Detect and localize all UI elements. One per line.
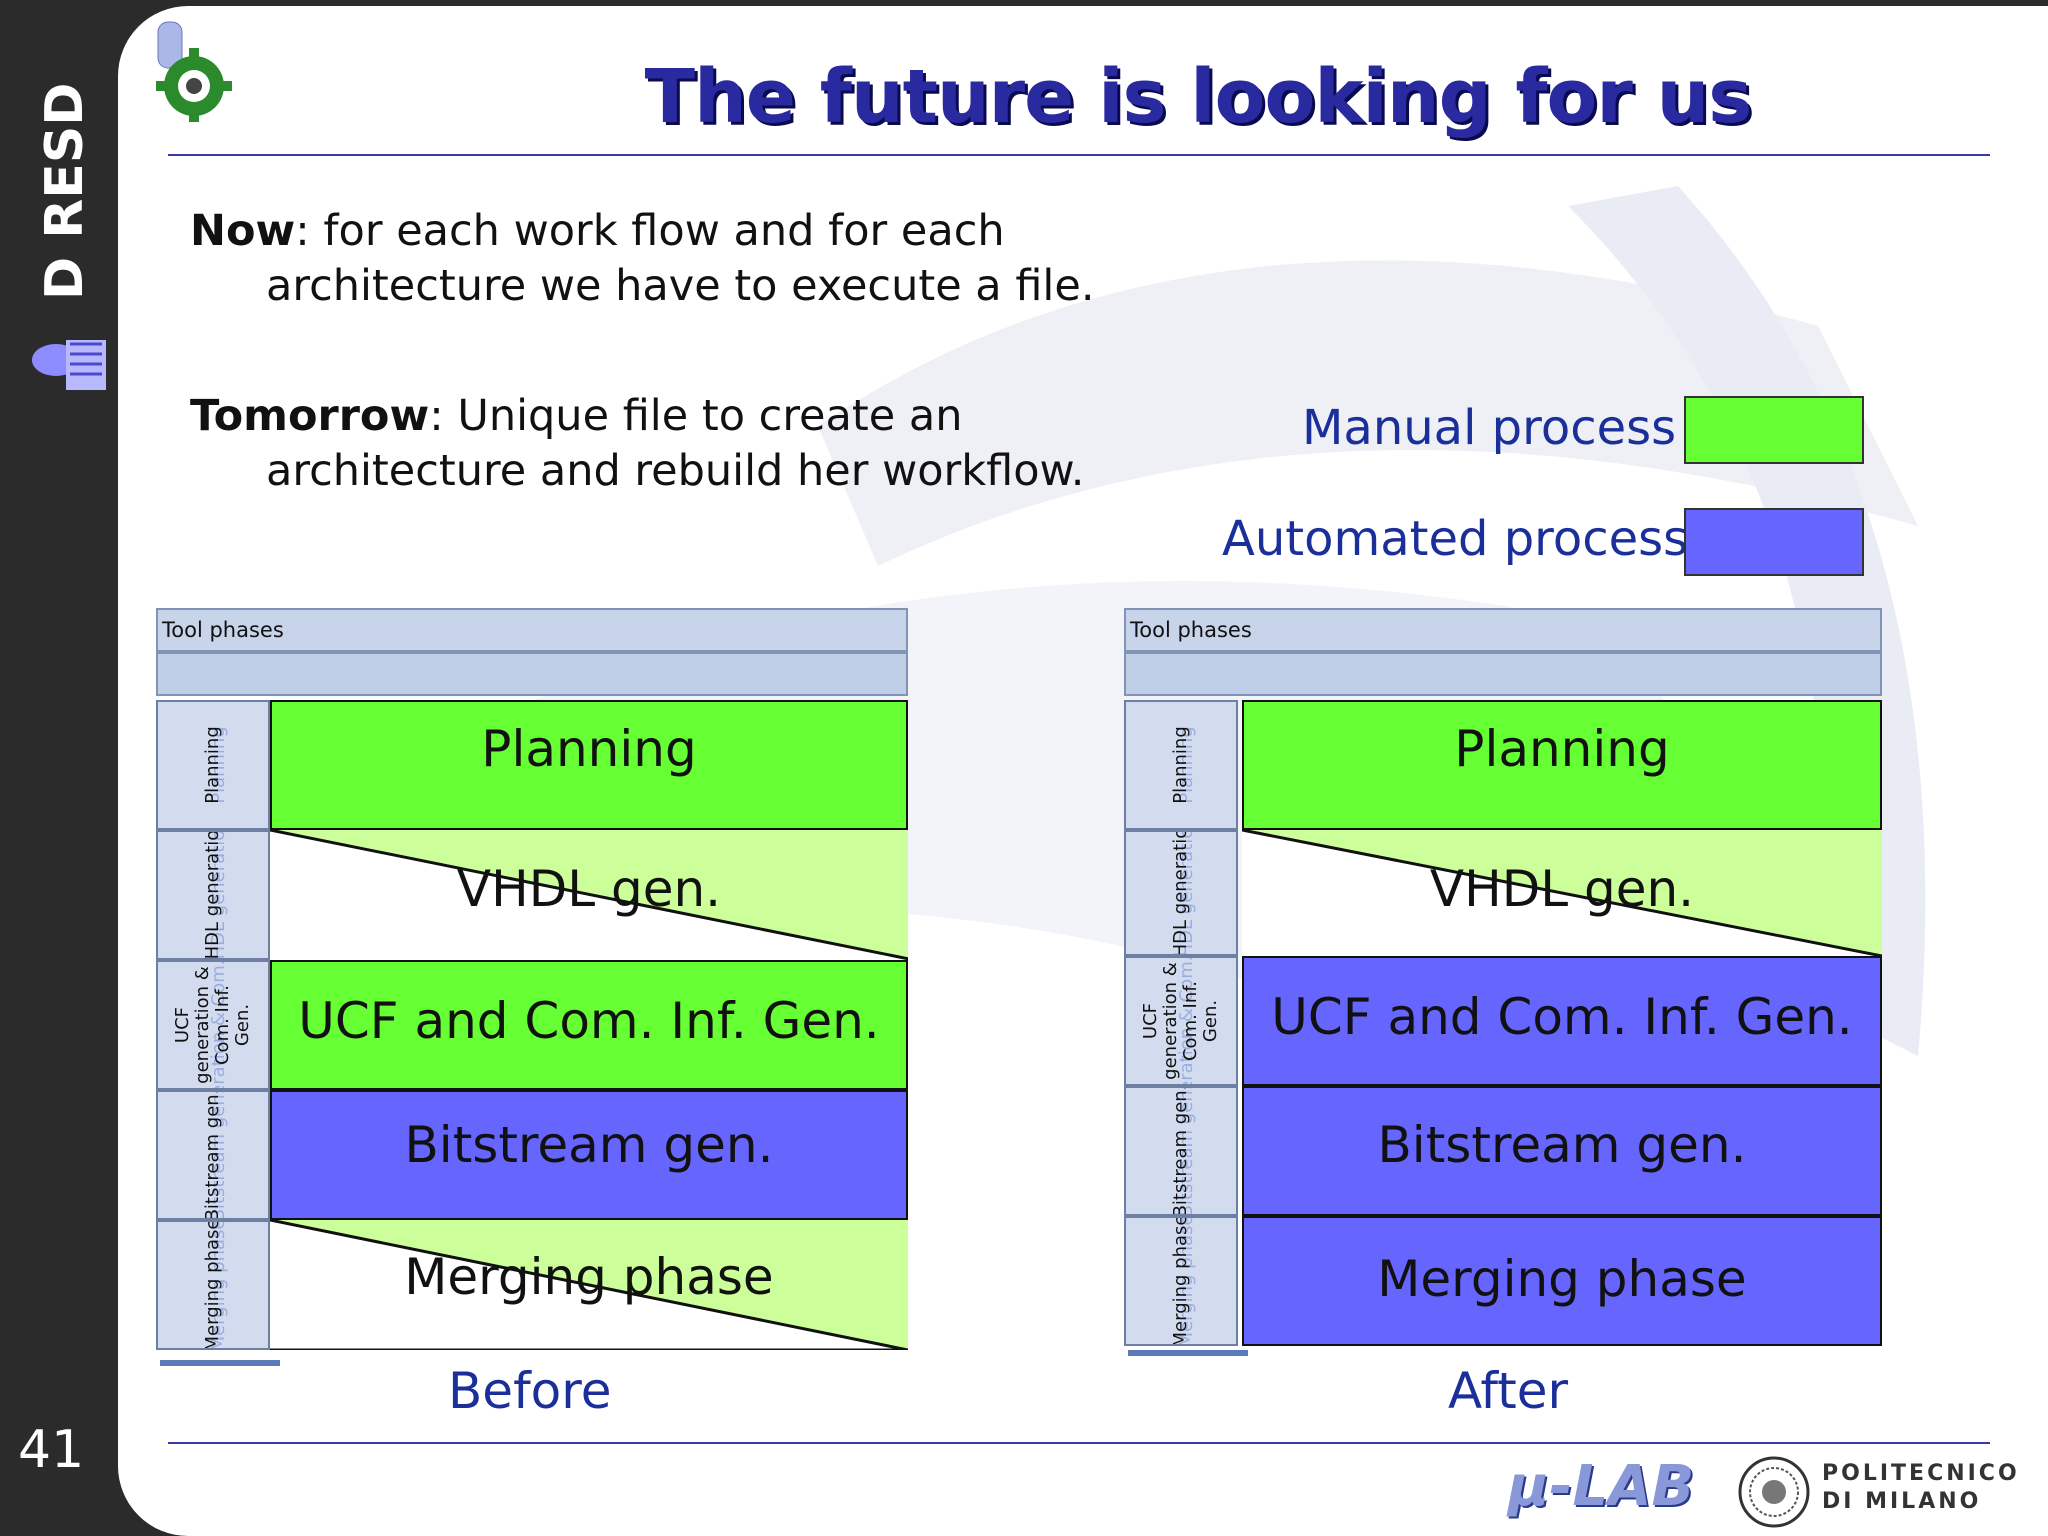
politecnico-seal-icon xyxy=(1738,1456,1810,1528)
now-paragraph: Now: for each work flow and for each arc… xyxy=(190,204,1190,314)
before-cell-ucf: UCF and Com. Inf. Gen. xyxy=(270,960,908,1090)
after-cell-bitstream: Bitstream gen. xyxy=(1242,1086,1882,1216)
before-cell-vhdl: VHDL gen. xyxy=(270,830,908,960)
after-caption: After xyxy=(1448,1362,1569,1420)
before-row-label-ucf: UCF generation & Com. Inf. Gen.UCF gener… xyxy=(156,960,270,1090)
now-label: Now xyxy=(190,206,296,256)
before-table-subheader xyxy=(156,652,908,696)
after-cell-merging: Merging phase xyxy=(1242,1216,1882,1346)
legend-automated-swatch xyxy=(1684,508,1864,576)
before-caption: Before xyxy=(448,1362,612,1420)
tomorrow-text-line1: : Unique file to create an xyxy=(429,391,963,441)
mu-lab-logo: μ-LAB xyxy=(1508,1454,1695,1519)
before-row-label-bitstream: Bitstream gen.Bitstream gen. xyxy=(156,1090,270,1220)
after-cell-ucf: UCF and Com. Inf. Gen. xyxy=(1242,956,1882,1086)
before-cell-merging: Merging phase xyxy=(270,1220,908,1350)
tomorrow-paragraph: Tomorrow: Unique file to create an archi… xyxy=(190,389,1190,499)
before-table-footer-bar xyxy=(160,1360,280,1366)
left-sidebar: D RESD 41 xyxy=(0,0,118,1536)
dresd-brand-text: D RESD xyxy=(35,83,95,300)
before-cell-planning: Planning xyxy=(270,700,908,830)
before-cell-bitstream: Bitstream gen. xyxy=(270,1090,908,1220)
now-text-line1: : for each work flow and for each xyxy=(295,206,1005,256)
before-table-header: Tool phases xyxy=(156,608,908,652)
politecnico-line2: DI MILANO xyxy=(1822,1489,1982,1514)
slide-canvas: The future is looking for us Now: for ea… xyxy=(118,6,2048,1536)
politecnico-logo-text: POLITECNICO DI MILANO xyxy=(1822,1460,2020,1516)
after-table-footer-bar xyxy=(1128,1350,1248,1356)
gear-logo-icon xyxy=(156,21,232,122)
slide-number: 41 xyxy=(18,1420,85,1480)
slide-title: The future is looking for us xyxy=(644,54,1753,140)
after-cell-planning: Planning xyxy=(1242,700,1882,830)
politecnico-line1: POLITECNICO xyxy=(1822,1461,2020,1486)
footer-divider xyxy=(168,1442,1990,1444)
tomorrow-text-line2: architecture and rebuild her workflow. xyxy=(266,446,1085,496)
now-text-line2: architecture we have to execute a file. xyxy=(266,261,1095,311)
legend-automated-label: Automated process xyxy=(1222,511,1689,567)
after-table-header: Tool phases xyxy=(1124,608,1882,652)
legend-manual-swatch xyxy=(1684,396,1864,464)
dresd-logo: D RESD xyxy=(32,83,106,390)
after-row-label-ucf: UCF generation & Com. Inf. Gen.UCF gener… xyxy=(1124,956,1238,1086)
title-divider xyxy=(168,154,1990,156)
after-cell-vhdl: VHDL gen. xyxy=(1242,830,1882,956)
tomorrow-label: Tomorrow xyxy=(190,391,430,441)
after-row-label-bitstream: Bitstream gen.Bitstream gen. xyxy=(1124,1086,1238,1216)
dresd-emblem-icon xyxy=(32,340,106,390)
legend-manual-label: Manual process xyxy=(1302,400,1677,456)
after-table-subheader xyxy=(1124,652,1882,696)
